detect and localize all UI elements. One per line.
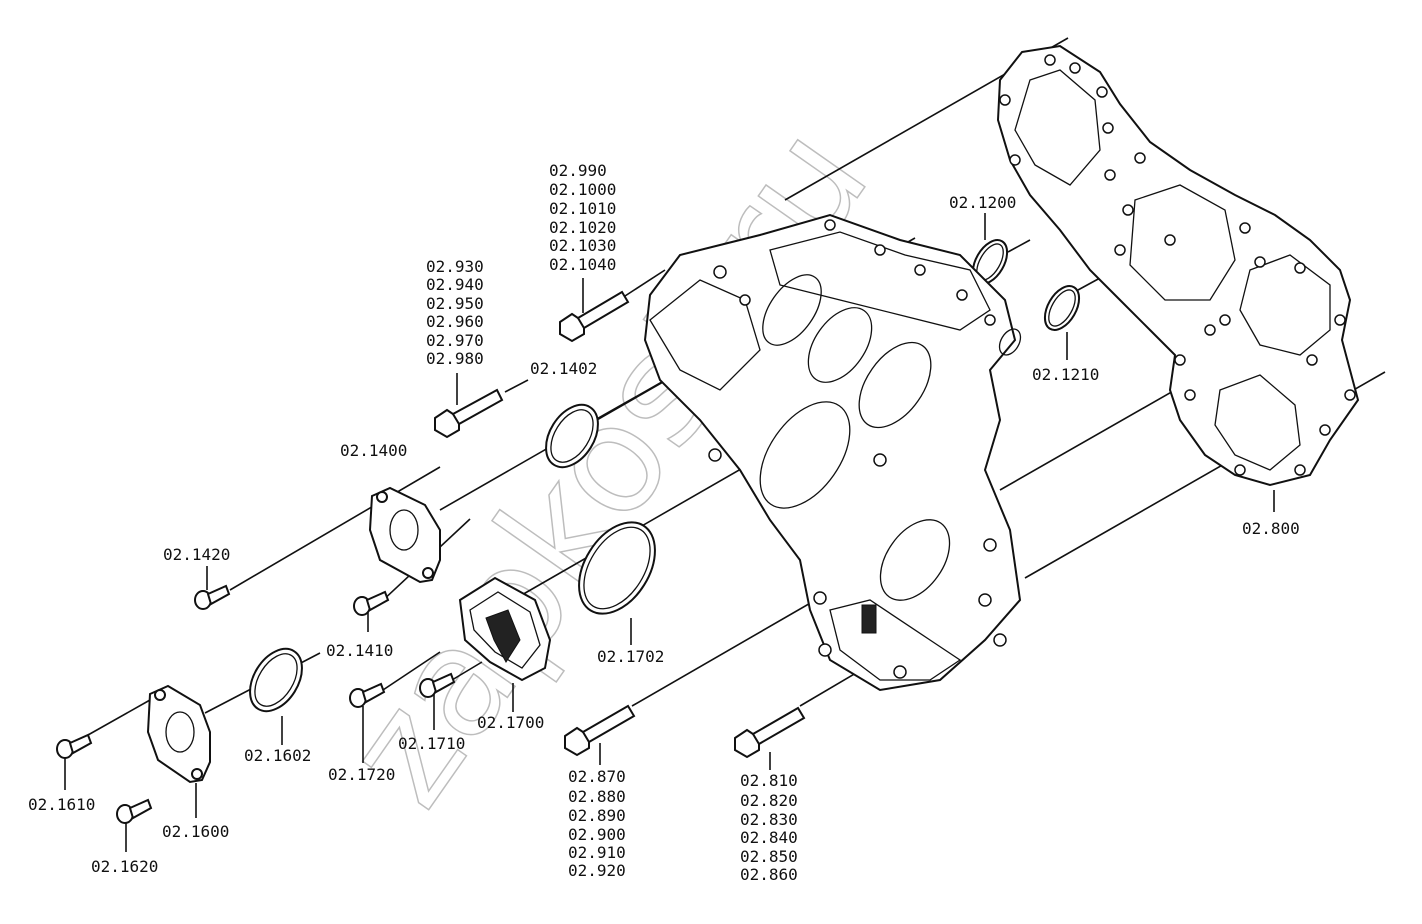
screw-1710[interactable] bbox=[419, 672, 456, 698]
label-02-1040: 02.1040 bbox=[549, 255, 616, 274]
part-labels: 02.990 02.1000 02.1010 02.1020 02.1030 0… bbox=[28, 161, 1300, 884]
cover-1600[interactable] bbox=[146, 684, 211, 784]
label-02-940: 02.940 bbox=[426, 275, 484, 294]
screw-1410[interactable] bbox=[353, 590, 390, 616]
bolt-990[interactable] bbox=[559, 290, 630, 343]
bolt-810[interactable] bbox=[734, 706, 806, 759]
label-02-1420: 02.1420 bbox=[163, 545, 230, 564]
label-02-980: 02.980 bbox=[426, 349, 484, 368]
bolt-870[interactable] bbox=[564, 704, 636, 757]
screw-1720[interactable] bbox=[349, 682, 386, 708]
pump-housing-1700[interactable] bbox=[458, 576, 552, 682]
label-02-1000: 02.1000 bbox=[549, 180, 616, 199]
label-02-1710: 02.1710 bbox=[398, 734, 465, 753]
o-ring-1602[interactable] bbox=[239, 640, 312, 721]
gasket-part[interactable] bbox=[996, 44, 1360, 487]
label-02-920: 02.920 bbox=[568, 861, 626, 880]
label-02-1700: 02.1700 bbox=[477, 713, 544, 732]
bolt-930[interactable] bbox=[434, 388, 504, 439]
label-02-1200: 02.1200 bbox=[949, 193, 1016, 212]
label-02-830: 02.830 bbox=[740, 810, 798, 829]
label-02-1720: 02.1720 bbox=[328, 765, 395, 784]
label-02-1400: 02.1400 bbox=[340, 441, 407, 460]
label-02-1602: 02.1602 bbox=[244, 746, 311, 765]
o-ring-1702[interactable] bbox=[563, 509, 670, 628]
label-02-1010: 02.1010 bbox=[549, 199, 616, 218]
label-02-890: 02.890 bbox=[568, 806, 626, 825]
label-02-840: 02.840 bbox=[740, 828, 798, 847]
label-02-990: 02.990 bbox=[549, 161, 607, 180]
screw-1610[interactable] bbox=[56, 733, 93, 759]
label-02-850: 02.850 bbox=[740, 847, 798, 866]
label-02-870: 02.870 bbox=[568, 767, 626, 786]
o-ring-1402[interactable] bbox=[535, 396, 608, 477]
label-02-960: 02.960 bbox=[426, 312, 484, 331]
label-02-800: 02.800 bbox=[1242, 519, 1300, 538]
cover-1400[interactable] bbox=[368, 486, 441, 584]
label-02-1610: 02.1610 bbox=[28, 795, 95, 814]
label-02-880: 02.880 bbox=[568, 787, 626, 806]
label-02-930: 02.930 bbox=[426, 257, 484, 276]
label-02-950: 02.950 bbox=[426, 294, 484, 313]
label-02-860: 02.860 bbox=[740, 865, 798, 884]
screw-1620[interactable] bbox=[116, 798, 153, 824]
label-02-1210: 02.1210 bbox=[1032, 365, 1099, 384]
label-02-910: 02.910 bbox=[568, 843, 626, 862]
leader-lines bbox=[64, 213, 1275, 852]
label-02-1620: 02.1620 bbox=[91, 857, 158, 876]
screw-1420[interactable] bbox=[194, 584, 231, 610]
label-02-1600: 02.1600 bbox=[162, 822, 229, 841]
label-02-1030: 02.1030 bbox=[549, 236, 616, 255]
label-02-1410: 02.1410 bbox=[326, 641, 393, 660]
label-02-900: 02.900 bbox=[568, 825, 626, 844]
label-02-820: 02.820 bbox=[740, 791, 798, 810]
label-02-810: 02.810 bbox=[740, 771, 798, 790]
gear-housing[interactable] bbox=[643, 213, 1025, 692]
o-ring-1210[interactable] bbox=[1038, 280, 1086, 336]
label-02-1402: 02.1402 bbox=[530, 359, 597, 378]
label-02-1702: 02.1702 bbox=[597, 647, 664, 666]
label-02-1020: 02.1020 bbox=[549, 218, 616, 237]
label-02-970: 02.970 bbox=[426, 331, 484, 350]
